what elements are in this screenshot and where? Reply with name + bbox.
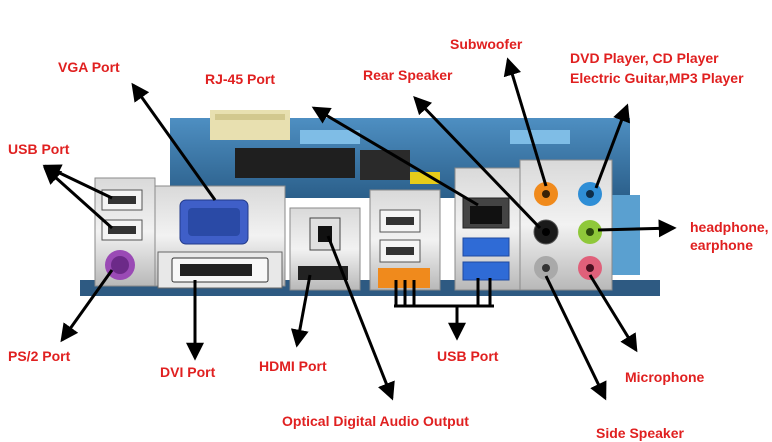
rj45-usb3-stack (454, 167, 521, 291)
label-side-speaker: Side Speaker (596, 425, 684, 441)
arrow-subwoofer (503, 57, 548, 187)
label-dvi: DVI Port (160, 364, 216, 380)
arrow-hdmi (290, 274, 312, 348)
arrow-dvd (594, 103, 631, 189)
arrows (42, 57, 677, 401)
pcb-yellow-connector (410, 172, 440, 184)
label-microphone: Microphone (625, 369, 705, 385)
arrow-microphone (588, 274, 638, 353)
usb-port-center-1 (386, 217, 414, 225)
arrow-vga (131, 82, 217, 201)
label-rear-speaker: Rear Speaker (363, 67, 453, 83)
usb-port-center-2 (386, 247, 414, 255)
label-vga: VGA Port (58, 59, 120, 75)
pcb-chip (235, 148, 355, 178)
label-dvd-line1: DVD Player, CD Player (570, 50, 719, 66)
label-dvd-line2: Electric Guitar,MP3 Player (570, 70, 744, 86)
arrow-rj45 (311, 106, 479, 207)
usb-ps2-stack (94, 177, 156, 287)
usb3-port-top (462, 237, 510, 257)
label-ps2: PS/2 Port (8, 348, 71, 364)
label-rj45: RJ-45 Port (205, 71, 275, 87)
label-hdmi: HDMI Port (259, 358, 327, 374)
arrow-usb-left-2 (42, 166, 114, 230)
label-usb-left: USB Port (8, 141, 70, 157)
orange-connector (378, 268, 430, 288)
label-headphone-line1: headphone, (690, 219, 769, 235)
arrow-headphone (597, 219, 677, 238)
usb-port-left-bottom (108, 226, 136, 234)
arrow-optical (326, 235, 395, 401)
labels: VGA Port RJ-45 Port Rear Speaker Subwoof… (8, 36, 769, 441)
vga-dvi-block (154, 185, 286, 289)
arrow-side-speaker (544, 275, 607, 401)
usb-port-left-top (108, 196, 136, 204)
usb3-port-bottom (462, 261, 510, 281)
label-headphone-line2: earphone (690, 237, 753, 253)
label-optical: Optical Digital Audio Output (282, 413, 469, 429)
usb-center-bracket (394, 278, 494, 341)
label-subwoofer: Subwoofer (450, 36, 523, 52)
arrow-rear-speaker (413, 96, 542, 230)
optical-hdmi-block (289, 207, 361, 291)
arrow-ps2 (60, 269, 114, 343)
usb2-stack (369, 189, 441, 291)
label-usb-center: USB Port (437, 348, 499, 364)
